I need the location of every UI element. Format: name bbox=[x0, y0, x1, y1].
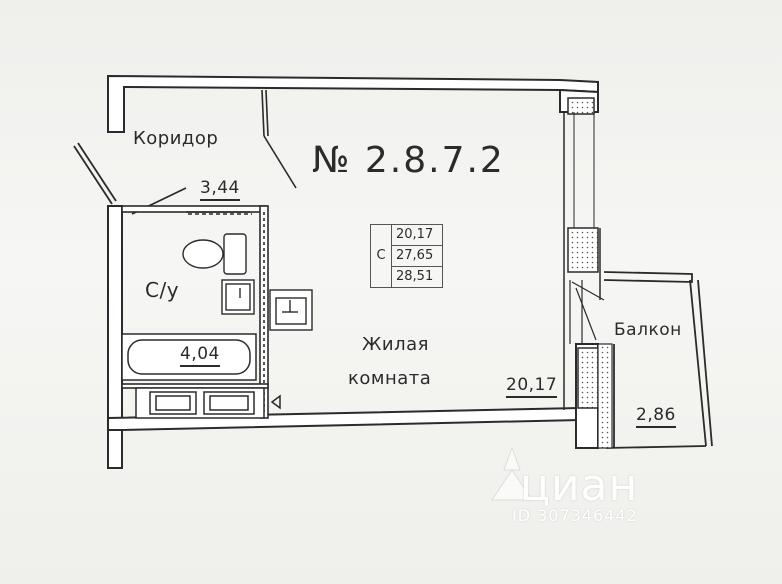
area-row: С 20,17 bbox=[370, 224, 443, 288]
corridor-label: Коридор bbox=[133, 128, 219, 149]
top-wall bbox=[107, 74, 599, 133]
living-room-label-line1: Жилая bbox=[362, 334, 429, 355]
balcony-area: 2,86 bbox=[636, 405, 676, 428]
living-room-label-line2: комната bbox=[348, 368, 432, 389]
area-row: 27,65 bbox=[371, 245, 443, 267]
watermark-id: ID 307346442 bbox=[512, 506, 638, 525]
bathroom-area: 4,04 bbox=[180, 344, 220, 367]
entrance-door bbox=[73, 142, 187, 215]
kitchen-sink bbox=[269, 289, 313, 331]
balcony-wall-hatch bbox=[597, 343, 613, 449]
area-value-with-balcony: 28,51 bbox=[391, 266, 443, 288]
area-marker-cell: С bbox=[370, 224, 392, 288]
living-room-area: 20,17 bbox=[506, 375, 558, 398]
toilet-fixture bbox=[182, 233, 247, 275]
right-wall-hatch-top bbox=[567, 97, 595, 115]
area-value-living: 20,17 bbox=[391, 224, 443, 246]
kitchen-counter bbox=[135, 387, 281, 419]
right-wall-hatch-mid bbox=[567, 227, 599, 273]
corridor-partition bbox=[261, 89, 297, 189]
corridor-area: 3,44 bbox=[200, 178, 240, 201]
living-window bbox=[569, 280, 605, 344]
bathroom-label: С/у bbox=[145, 278, 180, 302]
area-row: 28,51 bbox=[371, 266, 443, 288]
balcony-outline bbox=[603, 271, 713, 449]
apartment-number: № 2.8.7.2 bbox=[312, 140, 505, 181]
right-wall-hatch-low bbox=[577, 347, 599, 409]
bathroom-door bbox=[186, 211, 252, 215]
cian-logo-mark bbox=[491, 446, 533, 501]
area-value-total: 27,65 bbox=[391, 245, 443, 267]
watermark-brand: циан bbox=[520, 460, 639, 511]
area-summary-table: С 20,17 27,65 28,51 bbox=[370, 224, 443, 288]
balcony-label: Балкон bbox=[614, 320, 682, 340]
bathroom-sink bbox=[221, 279, 255, 315]
left-wall bbox=[107, 205, 123, 469]
